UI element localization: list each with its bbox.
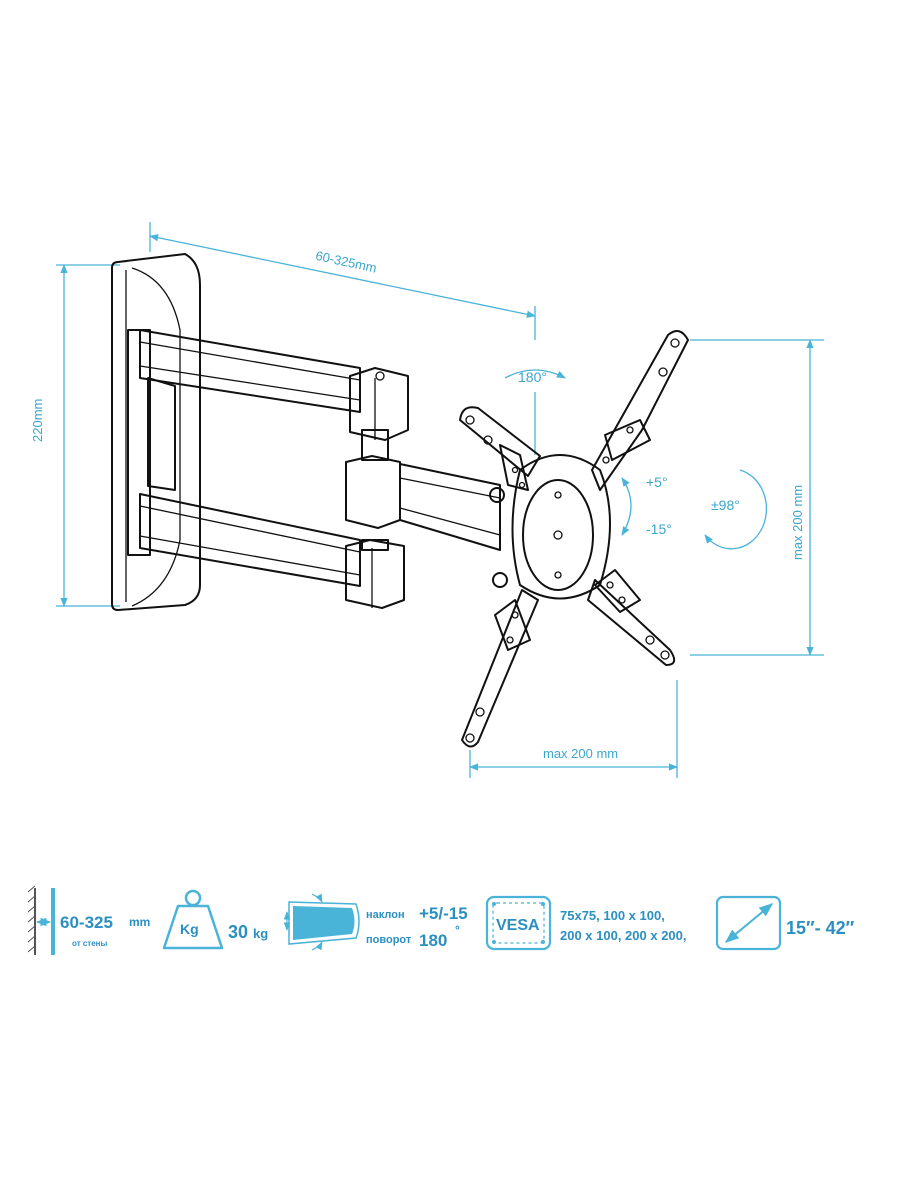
vesa-horizontal-label: max 200 mm: [543, 746, 618, 761]
swivel-label: 180°: [518, 369, 547, 385]
tilt-swivel-icon: [283, 893, 360, 951]
weight-unit: kg: [253, 926, 268, 941]
weight-icon: Kg: [162, 889, 224, 950]
screen-size-value: 15″- 42″: [786, 918, 855, 938]
lower-arm: [139, 493, 361, 587]
wall-plate: [111, 253, 201, 611]
upper-arm: [139, 329, 361, 491]
distance-unit: mm: [129, 915, 150, 929]
swivel-spec-value: 180: [419, 931, 447, 950]
spec-distance: 60-325 mm от стены: [27, 885, 150, 955]
spec-motion: наклон +5/-15 поворот 180 °: [283, 893, 468, 951]
weight-icon-label: Kg: [180, 921, 199, 937]
distance-value: 60-325: [60, 913, 113, 932]
weight-value: 30: [228, 922, 248, 942]
vesa-vertical-label: max 200 mm: [790, 485, 805, 560]
extension-arm: [345, 455, 508, 588]
elbow-joints: [345, 367, 409, 609]
arm-extension-label: 60-325mm: [314, 248, 378, 276]
rotation-label: ±98°: [711, 497, 740, 513]
vesa-line-1: 75x75, 100 x 100,: [560, 908, 665, 923]
vesa-icon: VESA: [485, 895, 552, 951]
height-label: 220mm: [30, 399, 45, 442]
screen-diagonal-icon: [715, 895, 782, 951]
swivel-spec-unit: °: [455, 923, 460, 937]
vesa-plate: [459, 330, 689, 748]
wall-distance-icon: [27, 885, 55, 955]
spec-weight: Kg 30 kg: [162, 889, 268, 950]
dimension-lines: [56, 222, 824, 778]
swivel-spec-label: поворот: [366, 934, 412, 946]
vesa-line-2: 200 x 100, 200 x 200,: [560, 928, 687, 943]
tilt-up-label: +5°: [646, 474, 668, 490]
spec-screen-size: 15″- 42″: [715, 895, 855, 951]
vesa-icon-label: VESA: [496, 917, 540, 934]
dimension-labels: 60-325mm 220mm 180° +5° -15° ±98° max 20…: [30, 248, 805, 761]
tilt-label: наклон: [366, 909, 405, 921]
tilt-value: +5/-15: [419, 904, 468, 923]
distance-caption: от стены: [72, 939, 107, 948]
tilt-down-label: -15°: [646, 521, 672, 537]
spec-vesa: VESA 75x75, 100 x 100, 200 x 100, 200 x …: [485, 895, 687, 951]
spec-bar: 60-325 mm от стены Kg 30 kg наклон: [27, 885, 855, 955]
